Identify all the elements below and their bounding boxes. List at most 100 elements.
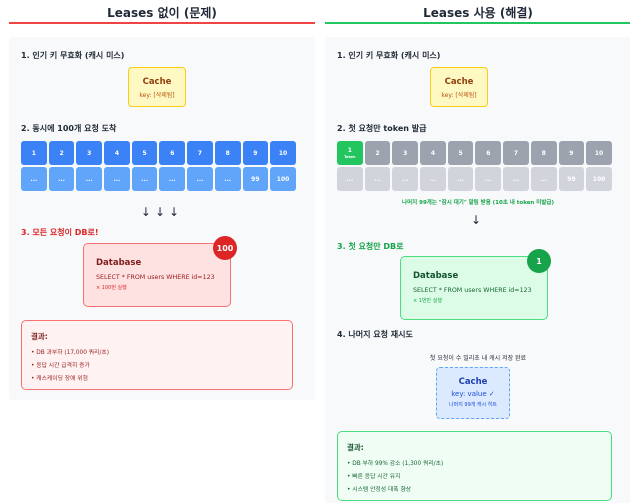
request-cell: ... <box>475 167 502 191</box>
result-item: • DB 과부하 (17,000 쿼리/초) <box>31 350 109 356</box>
request-cell: 2 <box>48 141 75 165</box>
request-cell: ... <box>420 167 446 191</box>
solution-panel: 1. 인기 키 무효화 (캐시 미스) Cache key: [삭제됨] 2. … <box>325 37 630 503</box>
request-number: ... <box>30 175 38 183</box>
request-number: 2 <box>59 149 64 157</box>
request-number: ... <box>168 175 176 183</box>
request-cell: 99 <box>242 167 269 191</box>
query-count-badge: 100 <box>213 236 237 260</box>
result-title: 결과: <box>31 332 48 341</box>
request-cell: ... <box>76 167 103 191</box>
request-number: ... <box>512 175 520 183</box>
request-number: 1 <box>347 147 352 154</box>
request-row-1: 1 2 3 4 5 6 7 8 9 10 <box>21 141 296 165</box>
request-number: 5 <box>458 149 463 157</box>
column-title: Leases 사용 (해결) <box>423 6 533 20</box>
request-number: 6 <box>486 149 491 157</box>
cache-key: key: value ✓ <box>451 390 495 398</box>
request-cell: 5 <box>131 141 158 165</box>
database-box: Database SELECT * FROM users WHERE id=12… <box>400 256 548 320</box>
cache-hit-note: 나머지 99개 캐시 히트 <box>449 402 497 408</box>
request-number: 7 <box>513 149 519 157</box>
request-number: 7 <box>197 149 203 157</box>
request-cell: ... <box>214 167 241 191</box>
step-4-note: 첫 요청이 수 밀리초 내 캐시 저장 완료 <box>429 355 527 362</box>
result-item: • 캐스케이딩 장애 위험 <box>31 376 88 382</box>
request-cell: ... <box>530 167 557 191</box>
database-title: Database <box>413 271 459 281</box>
request-cell: ... <box>187 167 213 191</box>
database-query: SELECT * FROM users WHERE id=123 <box>96 274 215 281</box>
request-cell: 100 <box>586 167 612 191</box>
column-title: Leases 없이 (문제) <box>107 6 217 20</box>
down-arrow-icon: ↓ <box>470 213 486 227</box>
request-cell: 2 <box>364 141 391 165</box>
request-number: 100 <box>276 175 290 183</box>
request-cell: 99 <box>558 167 585 191</box>
request-number: 3 <box>87 149 92 157</box>
request-number: 10 <box>278 149 288 157</box>
request-cell: 5 <box>447 141 474 165</box>
result-box: 결과: • DB 과부하 (17,000 쿼리/초) • 응답 시간 급격히 증… <box>21 320 293 390</box>
request-number: 100 <box>592 175 606 183</box>
request-number: ... <box>58 175 65 183</box>
step-1-label: 1. 인기 키 무효화 (캐시 미스) <box>337 51 441 60</box>
request-number: 2 <box>375 149 380 157</box>
request-cell: 6 <box>475 141 502 165</box>
request-cell: 6 <box>159 141 186 165</box>
result-title: 결과: <box>347 443 364 452</box>
request-cell: 8 <box>214 141 241 165</box>
request-number: 4 <box>430 149 435 157</box>
request-number: 3 <box>403 149 408 157</box>
database-exec-count: × 1번만 실행 <box>413 298 442 304</box>
query-count-badge: 1 <box>527 249 551 273</box>
result-item: • DB 부하 99% 감소 (1,300 쿼리/초) <box>347 461 444 467</box>
database-exec-count: × 100번 실행 <box>96 285 127 291</box>
problem-panel: 1. 인기 키 무효화 (캐시 미스) Cache key: [삭제됨] 2. … <box>9 37 315 400</box>
cache-box: Cache key: [삭제됨] <box>128 67 186 107</box>
with-leases-column: Leases 사용 (해결) 1. 인기 키 무효화 (캐시 미스) Cache… <box>325 0 630 503</box>
step-3-label: 3. 모든 요청이 DB로! <box>21 228 99 237</box>
request-number: 6 <box>170 149 175 157</box>
request-number: 4 <box>114 149 119 157</box>
request-cell: ... <box>337 167 363 191</box>
request-cell: ... <box>447 167 474 191</box>
request-cell: 10 <box>586 141 612 165</box>
request-number: 9 <box>569 149 574 157</box>
without-leases-column: Leases 없이 (문제) 1. 인기 키 무효화 (캐시 미스) Cache… <box>9 0 315 400</box>
request-cell: 1 <box>21 141 47 165</box>
request-cell: 9 <box>558 141 585 165</box>
step-2-label: 2. 첫 요청만 token 발급 <box>337 124 427 133</box>
request-number: ... <box>141 175 149 183</box>
request-number: 99 <box>251 175 260 183</box>
request-number: ... <box>374 175 381 183</box>
request-number: ... <box>85 175 93 183</box>
cache-box-filled: Cache key: value ✓ 나머지 99개 캐시 히트 <box>436 367 510 419</box>
wait-note: 나머지 99개는 "잠시 대기" 알림 받음 (10초 내 token 미발급) <box>402 200 554 206</box>
cache-title: Cache <box>458 377 488 387</box>
token-label: Token <box>344 155 356 159</box>
request-number: ... <box>346 175 354 183</box>
request-number: 99 <box>567 175 576 183</box>
request-cell: 7 <box>187 141 213 165</box>
request-number: 9 <box>253 149 258 157</box>
green-divider <box>325 22 630 24</box>
result-item: • 응답 시간 급격히 증가 <box>31 363 90 369</box>
request-cell: 7 <box>503 141 529 165</box>
down-arrows-icon: ↓↓↓ <box>140 205 184 219</box>
request-cell: ... <box>131 167 158 191</box>
request-cell: 8 <box>530 141 557 165</box>
request-cell: 9 <box>242 141 269 165</box>
request-cell: ... <box>503 167 529 191</box>
request-number: 5 <box>142 149 147 157</box>
database-box: Database SELECT * FROM users WHERE id=12… <box>83 243 231 307</box>
step-1-label: 1. 인기 키 무효화 (캐시 미스) <box>21 51 125 60</box>
database-query: SELECT * FROM users WHERE id=123 <box>413 287 532 294</box>
request-cell: 10 <box>270 141 296 165</box>
cache-box: Cache key: [삭제됨] <box>430 67 488 107</box>
request-number: ... <box>484 175 492 183</box>
